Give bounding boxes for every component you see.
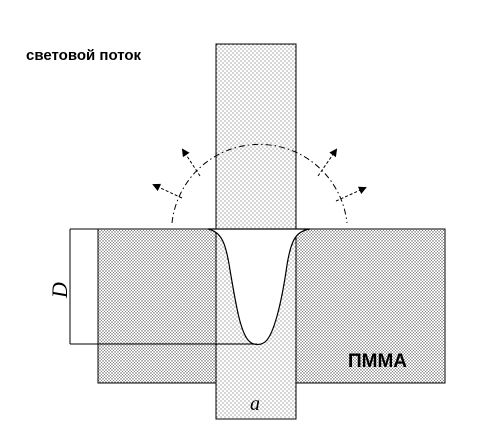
depth-dimension xyxy=(69,228,257,345)
arrow-upper-left xyxy=(181,148,201,177)
light-flux-label: световой поток xyxy=(26,47,142,64)
depth-label: D xyxy=(47,282,72,299)
arrow-lower-left xyxy=(152,183,183,199)
arrow-lower-right xyxy=(335,186,367,202)
arrow-upper-right xyxy=(317,148,338,177)
emission-arc xyxy=(171,143,348,224)
ablation-crater xyxy=(207,228,311,346)
width-label: a xyxy=(250,393,260,415)
material-label: ПММА xyxy=(348,351,407,372)
emission-arrows xyxy=(152,148,367,202)
